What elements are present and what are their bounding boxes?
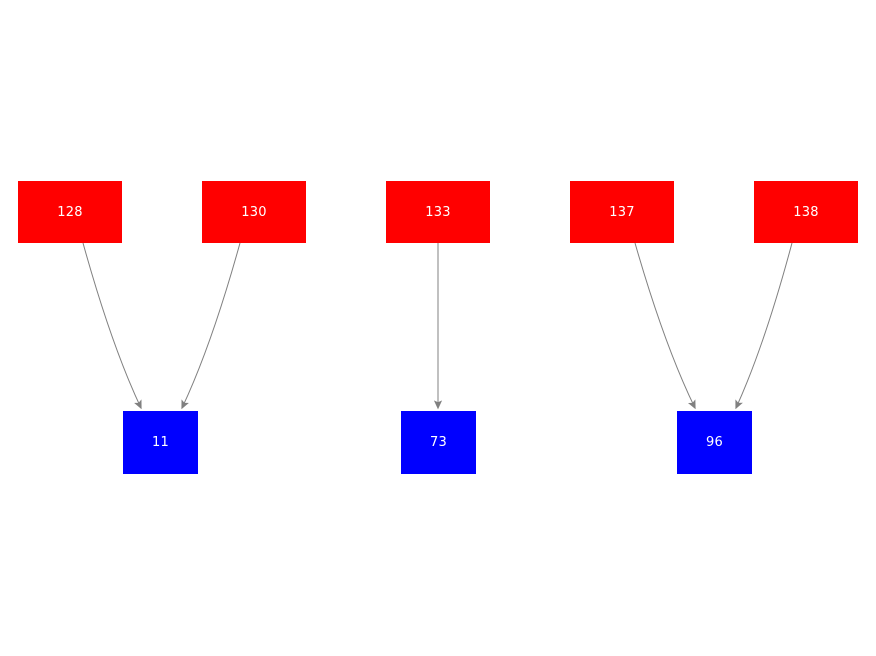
node-73[interactable]: 73	[401, 411, 476, 474]
node-11[interactable]: 11	[123, 411, 198, 474]
edge-n137-to-n96	[634, 242, 696, 410]
edge-n128-to-n11	[82, 242, 142, 410]
node-138[interactable]: 138	[754, 181, 858, 243]
node-128[interactable]: 128	[18, 181, 122, 243]
node-96[interactable]: 96	[677, 411, 752, 474]
node-label: 128	[57, 204, 83, 220]
node-133[interactable]: 133	[386, 181, 490, 243]
edge-group	[82, 242, 793, 410]
node-label: 96	[706, 435, 723, 450]
edge-n138-to-n96	[735, 242, 793, 410]
node-label: 73	[430, 435, 447, 450]
edge-n130-to-n11	[181, 242, 241, 410]
node-label: 130	[241, 204, 267, 220]
node-label: 137	[609, 204, 635, 220]
node-137[interactable]: 137	[570, 181, 674, 243]
node-label: 11	[152, 435, 169, 450]
node-130[interactable]: 130	[202, 181, 306, 243]
node-label: 138	[793, 204, 819, 220]
node-label: 133	[425, 204, 451, 220]
